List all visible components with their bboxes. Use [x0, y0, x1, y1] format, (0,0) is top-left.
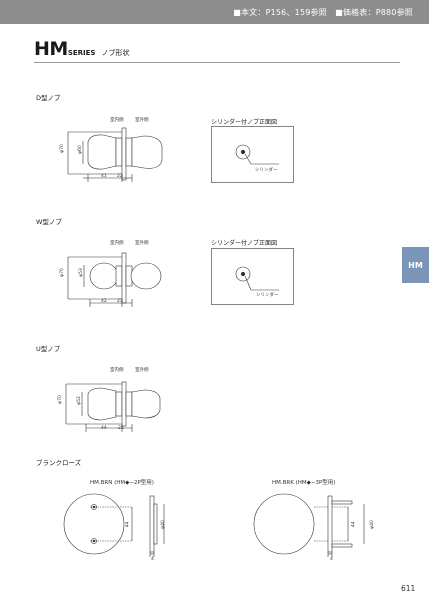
w-dim-diameter: φ70	[59, 268, 65, 277]
side-tab-hm[interactable]: HM	[402, 247, 429, 283]
series-word: SERIES	[67, 49, 96, 57]
series-title: HMSERIES ノブ形状	[34, 38, 129, 60]
title-rule	[34, 62, 400, 63]
d-cylinder-front-drawing	[211, 126, 294, 183]
blank-brn-drawing	[63, 493, 165, 557]
brn-dim-diameter: φ40	[160, 520, 166, 529]
header-bar: ■本文：P156、159参照 ■価格表：P880参照	[0, 0, 429, 24]
w-indoor-label: 室内側	[110, 241, 124, 246]
brk-dim-diameter: φ40	[369, 520, 375, 529]
w-cylinder-box-title: シリンダー付ノブ正面図	[211, 240, 278, 247]
u-dim-b: 25	[118, 426, 124, 431]
u-outdoor-label: 室外側	[135, 368, 149, 373]
blank-left-caption: HM.BRN (HM◆−2P型用)	[90, 480, 154, 486]
page-subtitle: ノブ形状	[101, 49, 130, 57]
d-dim-inner: φ60	[77, 145, 83, 154]
page-reference: ■本文：P156、159参照 ■価格表：P880参照	[233, 8, 413, 17]
w-knob-side-drawing	[67, 252, 162, 307]
w-dim-inner: φ53	[78, 268, 84, 277]
u-knob-title: U型ノブ	[36, 345, 61, 353]
u-knob-side-drawing	[65, 381, 161, 432]
brk-dim-small: 4	[330, 557, 333, 562]
w-cylinder-label: シリンダー	[256, 293, 279, 298]
u-indoor-label: 室内側	[110, 368, 124, 373]
w-dim-a: 42	[101, 299, 107, 304]
d-dim-diameter: φ70	[59, 144, 65, 153]
brn-dim-small: 4	[151, 557, 154, 562]
d-dim-b: 22	[117, 174, 123, 179]
brk-dim-height: 44	[351, 521, 357, 528]
u-dim-a: 44	[101, 426, 107, 431]
w-cylinder-front-drawing	[211, 248, 294, 305]
page-number: 611	[401, 584, 416, 593]
w-knob-title: W型ノブ	[36, 218, 62, 226]
u-dim-diameter: φ70	[57, 395, 63, 404]
d-cylinder-label: シリンダー	[255, 168, 278, 173]
d-knob-title: D型ノブ	[36, 94, 61, 102]
d-dim-a: 41	[101, 174, 107, 179]
d-knob-side-drawing	[67, 127, 163, 182]
blank-brk-drawing	[253, 493, 365, 557]
d-cylinder-box-title: シリンダー付ノブ正面図	[211, 119, 278, 126]
blank-title: ブランクローズ	[36, 459, 82, 467]
u-dim-inner: φ52	[76, 396, 82, 405]
w-outdoor-label: 室外側	[135, 241, 149, 246]
brn-dim-height: 44	[125, 521, 131, 528]
series-code: HM	[34, 38, 68, 60]
d-outdoor-label: 室外側	[135, 118, 149, 123]
side-tab-label: HM	[408, 260, 423, 270]
blank-right-caption: HM.BRK (HM◆−3P型用)	[272, 480, 336, 486]
w-dim-b: 23	[117, 299, 123, 304]
d-indoor-label: 室内側	[110, 118, 124, 123]
